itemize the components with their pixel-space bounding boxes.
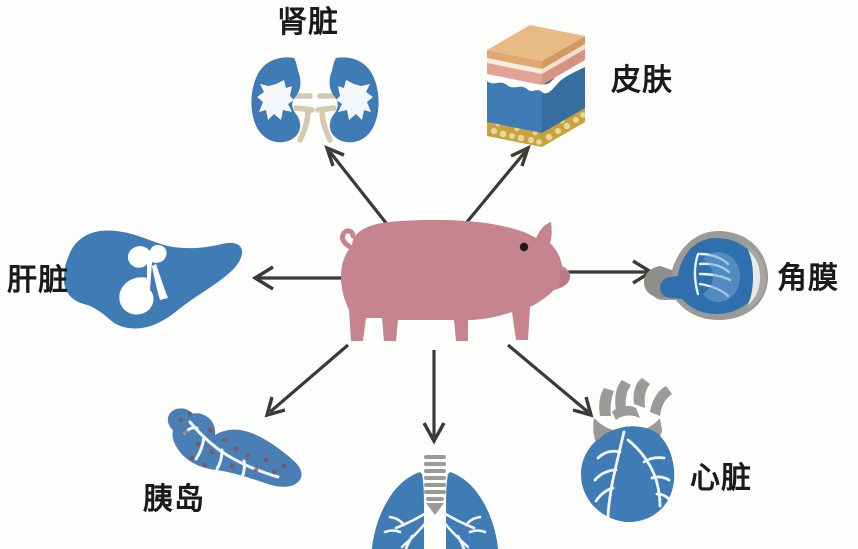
skin-illustration [487, 25, 586, 147]
kidney-illustration [251, 57, 379, 143]
arrow-to-liver [251, 265, 345, 291]
islet-illustration [167, 408, 302, 487]
heart-illustration [581, 378, 675, 522]
pig-illustration [339, 219, 570, 341]
label-cornea: 角膜 [777, 261, 839, 296]
arrow-to-heart [506, 343, 594, 418]
arrow-to-skin [460, 144, 531, 230]
arrow-to-lung [422, 350, 446, 445]
liver-illustration [64, 230, 242, 329]
label-heart: 心脏 [690, 461, 752, 496]
label-skin: 皮肤 [611, 63, 673, 98]
label-liver: 肝脏 [7, 263, 69, 298]
label-islet: 胰岛 [143, 482, 205, 517]
cornea-illustration [644, 231, 768, 320]
pig-eye [519, 242, 529, 252]
arrow-to-islet [264, 343, 350, 418]
label-kidney: 肾脏 [277, 5, 339, 40]
arrow-to-kidney [324, 145, 392, 229]
lung-illustration [372, 455, 498, 549]
